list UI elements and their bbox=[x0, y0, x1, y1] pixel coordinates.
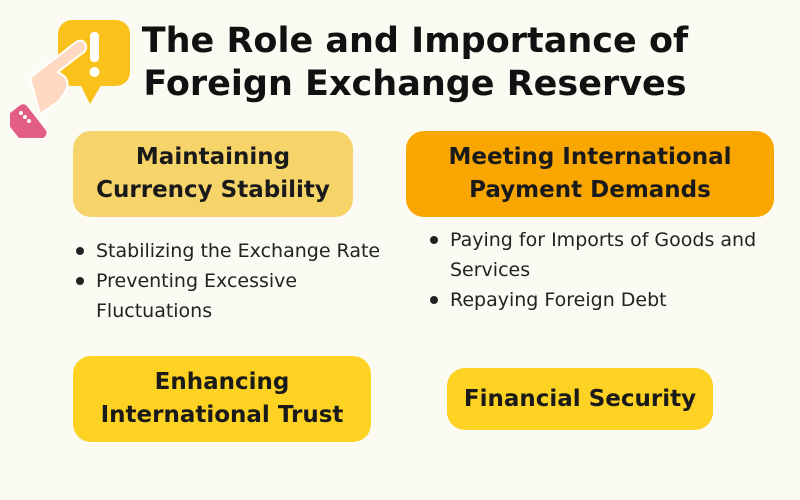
list-item: Stabilizing the Exchange Rate bbox=[74, 236, 414, 266]
box-label-line-1: Financial Security bbox=[463, 385, 697, 412]
title-line-1: The Role and Importance of bbox=[141, 21, 689, 61]
list-item: Paying for Imports of Goods and Services bbox=[428, 225, 758, 285]
list-item: Preventing Excessive Fluctuations bbox=[74, 266, 414, 326]
box-label-line-2: Payment Demands bbox=[469, 177, 711, 203]
box-label-line-1: Meeting International bbox=[448, 144, 732, 170]
list-item: Repaying Foreign Debt bbox=[428, 285, 758, 315]
pointing-hand-icon bbox=[5, 39, 88, 148]
financial-security-box: Financial Security bbox=[447, 368, 713, 430]
exclamation-bubble-icon bbox=[58, 20, 130, 104]
alert-pointing-hand-icon bbox=[5, 18, 140, 148]
page-title: The Role and Importance of Foreign Excha… bbox=[115, 20, 715, 106]
box-label-line-2: Currency Stability bbox=[96, 177, 330, 203]
international-trust-box: Enhancing International Trust bbox=[73, 356, 371, 442]
currency-stability-list: Stabilizing the Exchange Rate Preventing… bbox=[74, 236, 414, 326]
payment-demands-box: Meeting International Payment Demands bbox=[406, 131, 774, 217]
box-label-line-1: Enhancing bbox=[154, 369, 290, 395]
currency-stability-box: Maintaining Currency Stability bbox=[73, 131, 353, 217]
box-label-line-2: International Trust bbox=[100, 402, 344, 428]
payment-demands-list: Paying for Imports of Goods and Services… bbox=[428, 225, 758, 315]
title-line-2: Foreign Exchange Reserves bbox=[143, 64, 687, 104]
box-label-line-1: Maintaining bbox=[135, 144, 291, 170]
